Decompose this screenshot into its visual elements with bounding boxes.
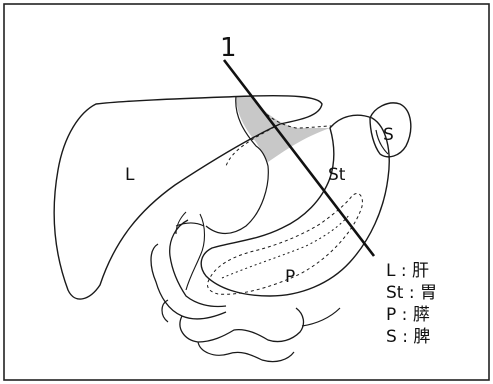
liver-label: L — [125, 165, 135, 185]
stomach-label: St — [328, 165, 346, 185]
intestine-loop — [180, 308, 304, 342]
legend-item-pancreas: P : 膵 — [386, 304, 437, 326]
legend-key: P — [386, 305, 396, 325]
legend-separator: : — [403, 283, 420, 303]
legend-key: St — [386, 283, 403, 303]
legend-separator: : — [397, 327, 414, 347]
legend-value: 脾 — [413, 327, 430, 347]
legend-value: 膵 — [413, 305, 430, 325]
legend-separator: : — [396, 305, 413, 325]
intestine-loop — [198, 342, 294, 362]
legend-value: 肝 — [412, 261, 429, 281]
section-line — [224, 60, 374, 256]
legend: L : 肝 St : 胃 P : 膵 S : 脾 — [386, 260, 437, 348]
legend-item-spleen: S : 脾 — [386, 326, 437, 348]
legend-item-stomach: St : 胃 — [386, 282, 437, 304]
section-line-label: 1 — [220, 33, 237, 63]
legend-value: 胃 — [420, 283, 437, 303]
colon-edge — [302, 308, 340, 326]
legend-key: S — [386, 327, 397, 347]
spleen-label: S — [383, 125, 394, 145]
legend-item-liver: L : 肝 — [386, 260, 437, 282]
pancreas-label: P — [285, 267, 295, 287]
shaded-region — [236, 96, 330, 162]
intestine-loop — [162, 300, 168, 322]
legend-separator: : — [395, 261, 412, 281]
